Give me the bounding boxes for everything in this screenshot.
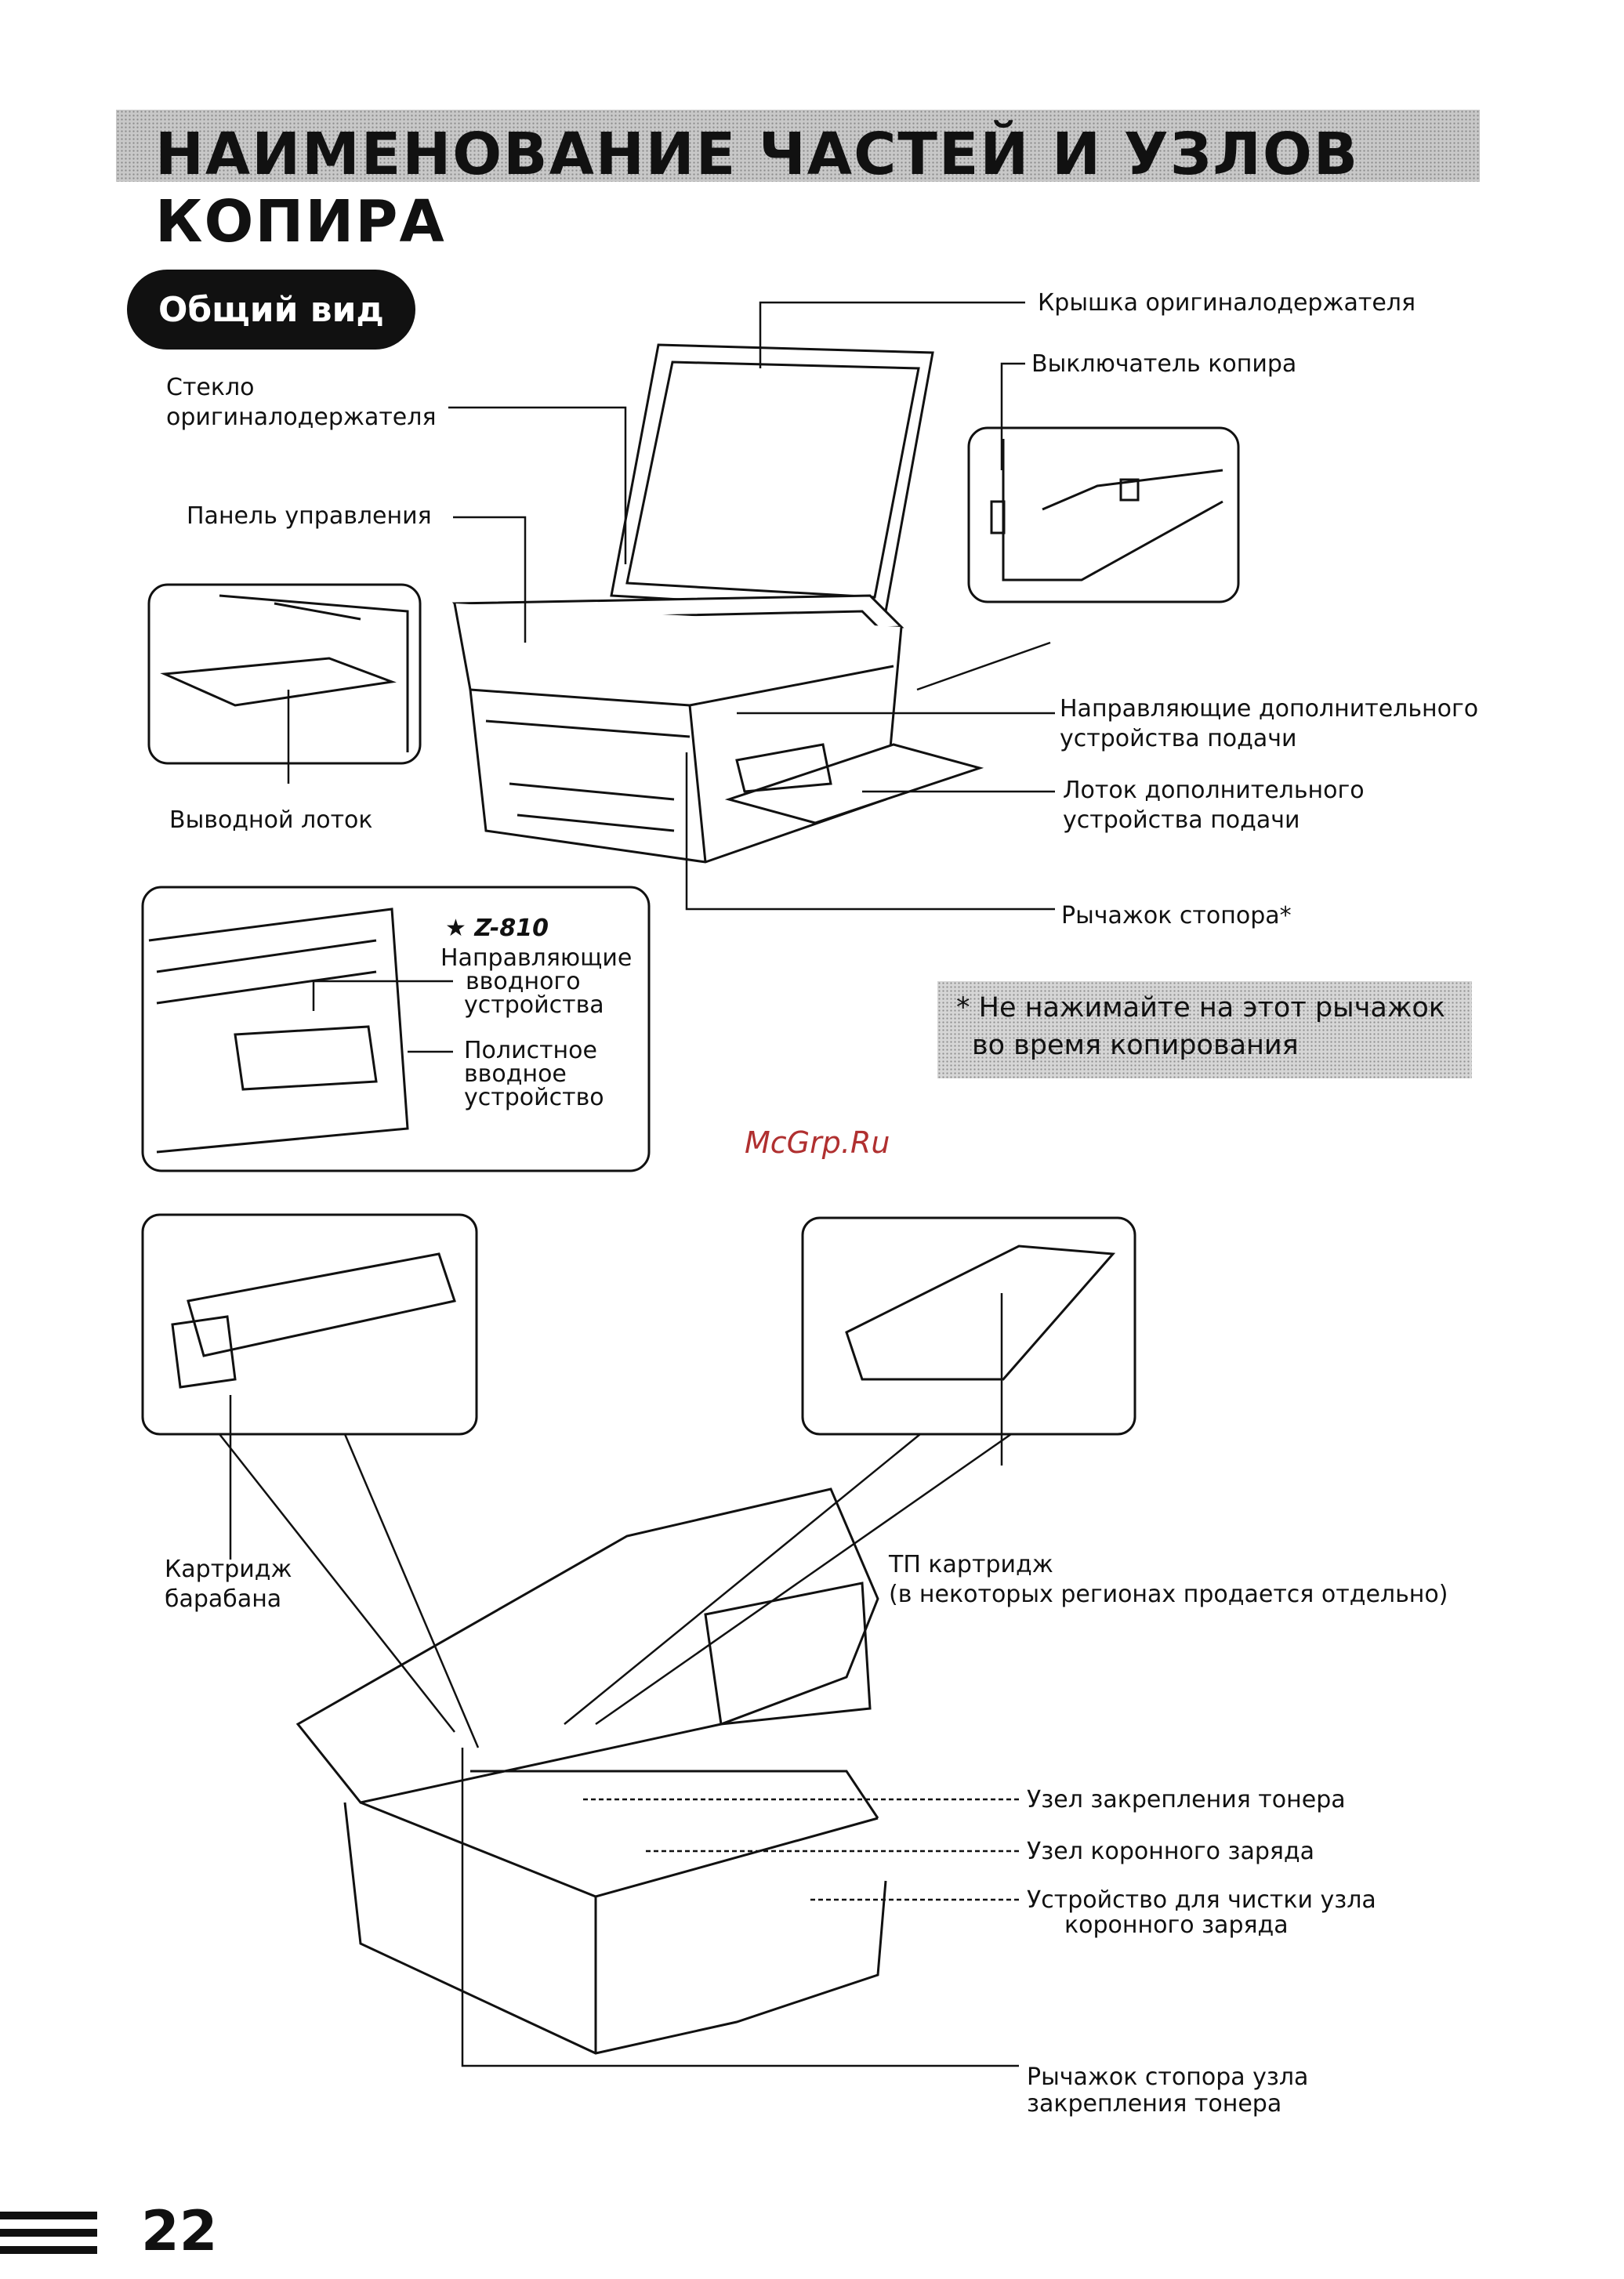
tp-cartridge-inset [801, 1216, 1136, 1436]
label-fusing-unit: Узел закрепления тонера [1027, 1786, 1346, 1813]
label-corona-cleaner-line2: коронного заряда [1064, 1911, 1289, 1939]
copier-open-illustration [295, 1487, 887, 2055]
label-control-panel: Панель управления [187, 502, 432, 530]
power-switch-inset [967, 426, 1240, 603]
warning-note: * Не нажимайте на этот рычажок во время … [937, 981, 1472, 1078]
page-title-line2: КОПИРА [155, 188, 446, 255]
label-drum-line1: Картридж [165, 1556, 292, 1583]
label-corona-cleaner-line1: Устройство для чистки узла [1027, 1886, 1376, 1914]
label-glass-line2: оригиналодержателя [166, 404, 437, 431]
page-bar [0, 2246, 97, 2254]
copier-main-illustration [451, 343, 984, 864]
page-bar [0, 2229, 97, 2237]
label-sheet-feeder-line1: Полистное [464, 1037, 597, 1064]
label-exit-tray: Выводной лоток [169, 806, 373, 834]
warning-note-line2: во время копирования [972, 1030, 1299, 1061]
page-title-line1: НАИМЕНОВАНИЕ ЧАСТЕЙ И УЗЛОВ [155, 121, 1360, 188]
label-bypass-tray-line1: Лоток дополнительного [1063, 777, 1365, 804]
page-bar [0, 2212, 97, 2219]
page-number: 22 [141, 2199, 218, 2263]
drum-cartridge-inset [141, 1213, 478, 1436]
label-bypass-tray-line2: устройства подачи [1063, 806, 1300, 834]
label-fusing-lever-line1: Рычажок стопора узла [1027, 2063, 1309, 2091]
label-glass-line1: Стекло [166, 374, 255, 401]
label-lock-lever: Рычажок стопора* [1061, 902, 1292, 929]
label-cover: Крышка оригиналодержателя [1038, 289, 1416, 317]
z810-inset [141, 886, 651, 1172]
leader-lines [219, 301, 1055, 2067]
label-corona-unit: Узел коронного заряда [1027, 1838, 1315, 1865]
warning-note-line1: * Не нажимайте на этот рычажок [956, 992, 1445, 1024]
label-feeder-guides-line2: вводного [466, 968, 581, 995]
label-model: ★ Z-810 [445, 915, 549, 942]
label-drum-line2: барабана [165, 1585, 282, 1613]
exit-tray-inset [147, 583, 422, 765]
label-bypass-guides-line2: устройства подачи [1060, 725, 1297, 752]
watermark: McGrp.Ru [745, 1125, 890, 1160]
label-fusing-lever-line2: закрепления тонера [1027, 2090, 1282, 2118]
section-badge: Общий вид [127, 270, 415, 350]
label-sheet-feeder-line2: вводное [464, 1060, 567, 1088]
title-band [116, 110, 1480, 182]
label-sheet-feeder-line3: устройство [464, 1084, 604, 1111]
label-power-switch: Выключатель копира [1031, 350, 1297, 378]
label-feeder-guides-line1: Направляющие [440, 944, 633, 972]
label-tp-line2: (в некоторых регионах продается отдельно… [889, 1581, 1448, 1608]
label-tp-line1: ТП картридж [889, 1551, 1053, 1578]
label-feeder-guides-line3: устройства [464, 991, 604, 1019]
label-bypass-guides-line1: Направляющие дополнительного [1060, 695, 1479, 723]
